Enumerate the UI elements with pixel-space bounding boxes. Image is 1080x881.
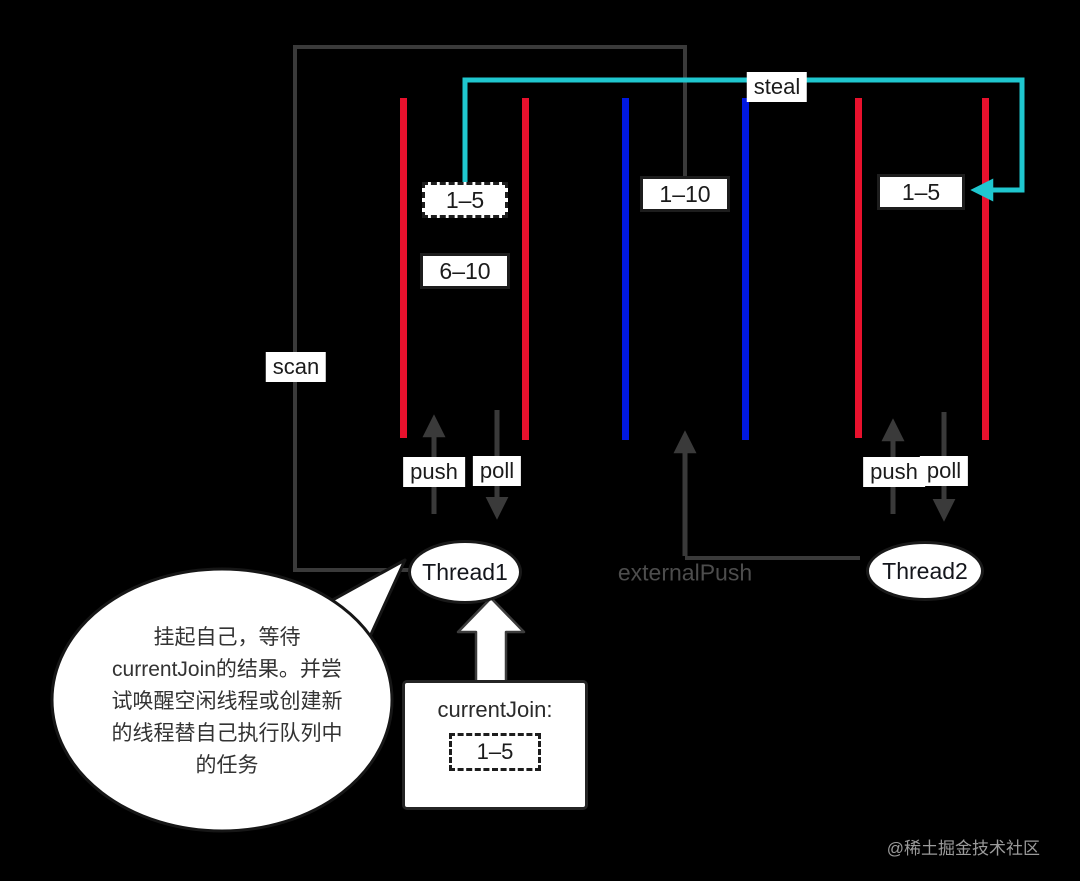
steal-label: steal: [746, 72, 808, 102]
thread2-node: Thread2: [866, 541, 984, 601]
queue-bar-thread2-a: [855, 98, 862, 438]
scan-path: [293, 45, 687, 572]
currentjoin-value-box: 1–5: [449, 733, 541, 771]
queue-bar-thread1-a: [400, 98, 407, 438]
queue-bar-shared-b: [742, 98, 749, 440]
poll-label-thread1: poll: [472, 456, 522, 486]
push-label-thread1: push: [403, 457, 465, 487]
task-box-shared: 1–10: [640, 176, 730, 212]
poll-label-thread2: poll: [919, 456, 969, 486]
task-box-thread1-stolen: 1–5: [422, 182, 508, 218]
queue-bar-shared-a: [622, 98, 629, 440]
speech-bubble-text: 挂起自己，等待 currentJoin的结果。并尝 试唤醒空闲线程或创建新 的线…: [111, 626, 343, 777]
steal-path: [462, 77, 1025, 202]
queue-bar-thread2-b: [982, 98, 989, 440]
speech-bubble: [50, 567, 394, 833]
currentjoin-panel: currentJoin: 1–5: [402, 680, 588, 810]
task-box-thread1-remaining: 6–10: [420, 253, 510, 289]
externalpush-label: externalPush: [617, 559, 753, 586]
currentjoin-title: currentJoin:: [437, 697, 553, 722]
currentjoin-arrow: [456, 596, 526, 684]
push-label-thread2: push: [863, 457, 925, 487]
queue-bar-thread1-b: [522, 98, 529, 440]
watermark: @稀土掘金技术社区: [886, 839, 1040, 858]
thread1-node: Thread1: [408, 540, 522, 604]
task-box-thread2-stolen: 1–5: [877, 174, 965, 210]
scan-label: scan: [265, 352, 327, 382]
